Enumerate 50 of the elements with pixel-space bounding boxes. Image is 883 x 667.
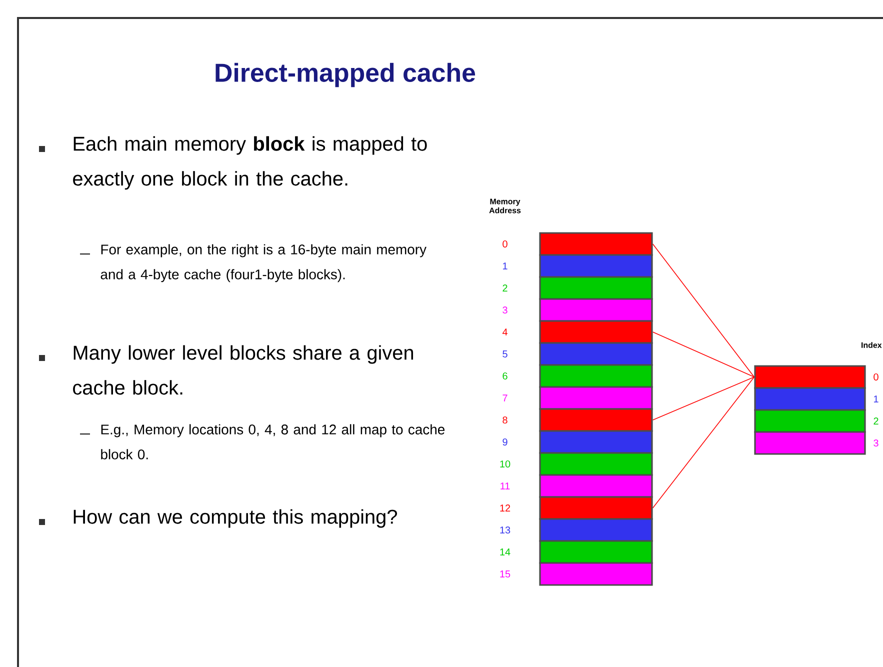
address-number: 3 (502, 306, 508, 314)
address-number: 8 (502, 416, 508, 424)
block-bar (754, 431, 866, 455)
connector-line (652, 244, 755, 378)
connector-line (652, 332, 755, 378)
block-bar (754, 365, 866, 389)
address-number: 4 (502, 328, 508, 336)
address-number: 6 (502, 372, 508, 380)
address-number: 2 (502, 284, 508, 292)
block-bar (539, 254, 653, 278)
title: Direct-mapped cache (216, 62, 476, 88)
address-number: 13 (500, 526, 510, 534)
bullet-text: For example, on the right is a 16-byte main memory and a 4-byte cache (four1-byte blocks). (100, 244, 426, 282)
address-number: 0 (502, 240, 508, 248)
block-bar (539, 496, 653, 520)
connector-line (652, 376, 755, 420)
address-number: 15 (500, 570, 510, 578)
address-number: 0 (874, 373, 878, 381)
block-bar (539, 562, 653, 586)
block-bar (539, 408, 653, 432)
block-bar (539, 540, 653, 564)
block-bar (539, 452, 653, 476)
block-bar (539, 518, 653, 542)
block-bar (539, 364, 653, 388)
connector-line (652, 376, 755, 508)
address-number: 1 (874, 396, 878, 402)
block-bar (539, 430, 653, 454)
block-bar (539, 342, 653, 366)
block-bar (539, 474, 653, 498)
bullet-text: Each main memory block is mapped to exactly one block in the cache. (73, 136, 427, 190)
address-number: 11 (500, 482, 510, 490)
address-number: 12 (500, 504, 510, 512)
block-bar (754, 387, 866, 411)
block-bar (539, 298, 653, 322)
address-number: 5 (502, 350, 508, 358)
block-bar (539, 386, 653, 410)
block-bar (539, 320, 653, 344)
address-number: 14 (500, 548, 510, 556)
address-number: 9 (502, 438, 508, 446)
address-number: 10 (500, 460, 510, 468)
address-number: 3 (874, 439, 878, 447)
address-number: 1 (503, 262, 508, 270)
bullet-text: How can we compute this mapping? (74, 509, 397, 528)
block-bar (539, 232, 653, 256)
address-number: 2 (874, 418, 878, 424)
bullet-text: E.g., Memory locations 0, 4, 8 and 12 all map to cache block 0. (101, 424, 445, 460)
block-bar (539, 276, 653, 300)
block-bar (754, 409, 866, 433)
bullet-text: Many lower level blocks share a given cache block. (73, 345, 414, 395)
address-number: 7 (502, 394, 508, 402)
